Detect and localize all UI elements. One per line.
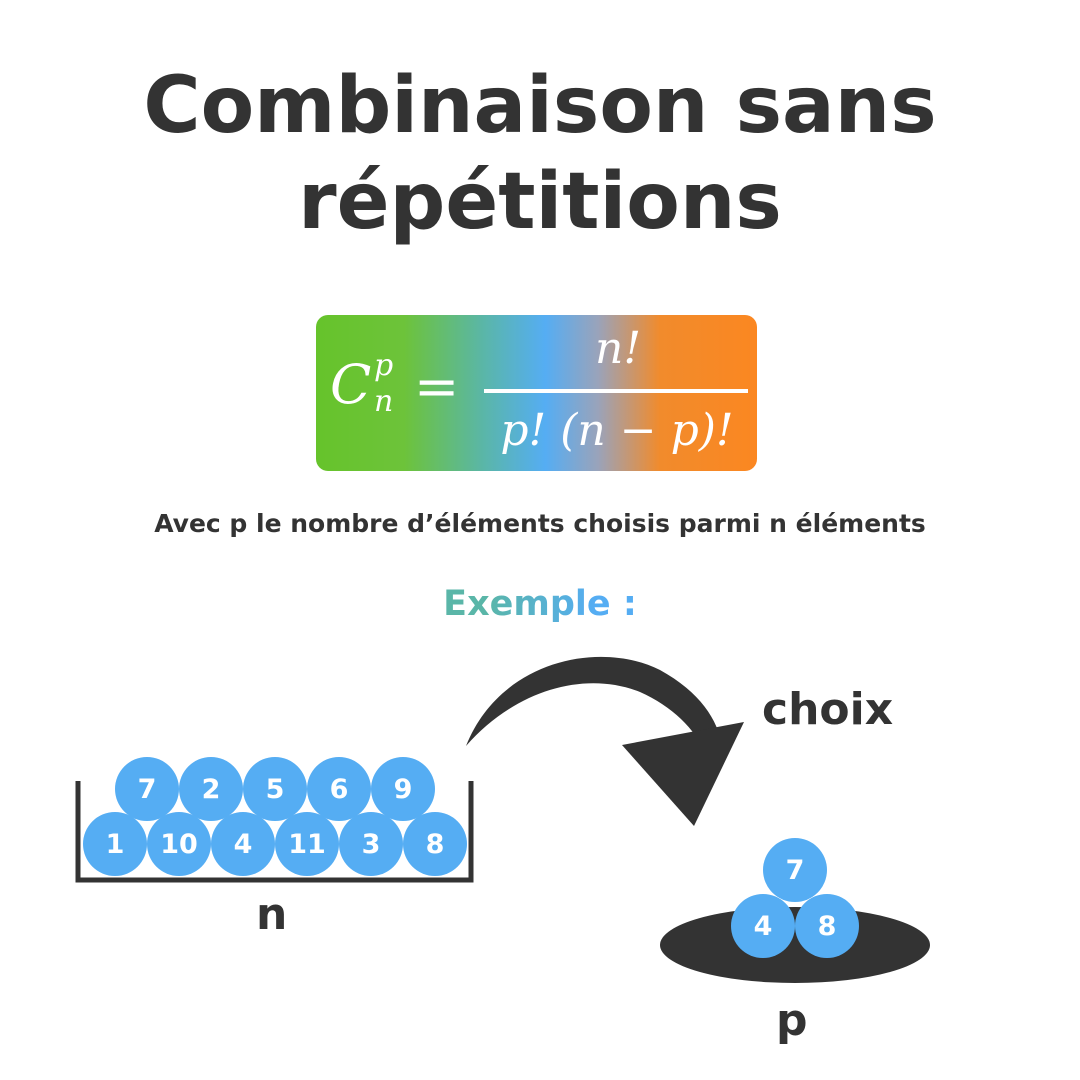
set-label: n [256,889,288,940]
subset-label: p [776,995,808,1046]
choice-label: choix [762,684,894,735]
ball: 1 [83,812,147,876]
formula-symbol: C [330,353,372,416]
formula-subscript: n [374,384,394,419]
formula-description: Avec p le nombre d’éléments choisis parm… [154,509,926,538]
title-line-1: Combinaison sans [143,61,937,151]
page-title: Combinaison sans répétitions [0,58,1080,250]
subset-shadow [660,907,930,983]
ball: 7 [115,757,179,821]
ball: 5 [243,757,307,821]
ball: 8 [403,812,467,876]
ball: 8 [795,894,859,958]
choice-arrow-icon [466,656,744,826]
ball: 10 [147,812,211,876]
ball: 2 [179,757,243,821]
ball: 9 [371,757,435,821]
container-outline [75,781,474,883]
title-line-2: répétitions [298,157,782,247]
formula-equals: = [414,355,460,418]
ball: 3 [339,812,403,876]
ball: 4 [731,894,795,958]
example-heading: Exemple : [0,582,1080,626]
formula-numerator: n! [594,323,642,374]
fraction-bar [484,389,748,393]
formula-denominator: p! (n − p)! [500,405,734,456]
ball: 4 [211,812,275,876]
formula-box: C p n = n! p! (n − p)! [316,315,757,471]
ball: 7 [763,838,827,902]
ball: 11 [275,812,339,876]
ball: 6 [307,757,371,821]
formula-superscript: p [374,348,394,383]
